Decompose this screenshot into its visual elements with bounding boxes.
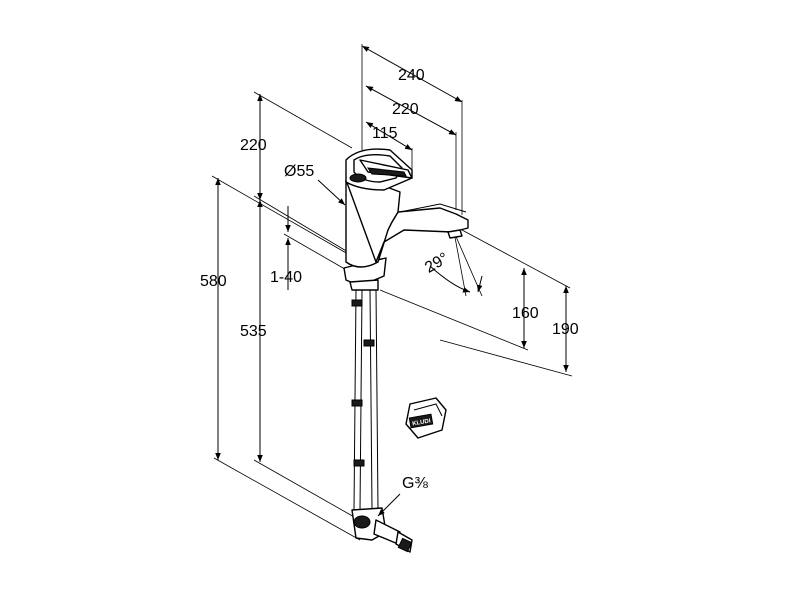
dim-outlet-height — [439, 286, 573, 377]
cartridge-accessory: KLUDI — [405, 397, 447, 439]
dim-reach-spout — [365, 85, 457, 210]
label-deck-thickness: 1-40 — [270, 269, 302, 286]
dim-deck-thickness — [283, 206, 351, 290]
dim-shaft-height — [253, 200, 357, 519]
faucet-body — [343, 148, 469, 511]
thread-label — [377, 493, 401, 517]
label-outlet-height: 190 — [552, 321, 579, 338]
label-diameter: Ø55 — [284, 163, 314, 180]
label-total-height: 580 — [200, 273, 227, 290]
label-height-over-deck: 220 — [240, 137, 267, 154]
label-reach-total: 240 — [398, 67, 425, 84]
dim-diameter — [317, 179, 346, 206]
cartridge-logo: KLUDI — [412, 418, 431, 427]
label-lever: 115 — [372, 125, 398, 142]
dim-spout-clearance — [379, 229, 571, 351]
label-reach-spout: 220 — [392, 101, 419, 118]
label-spout-clearance: 160 — [512, 305, 539, 322]
label-shaft-height: 535 — [240, 323, 267, 340]
dim-height-over-deck — [253, 91, 353, 253]
dim-spout-angle — [429, 231, 483, 297]
dim-lever — [365, 121, 413, 172]
label-thread: G⅜ — [402, 475, 428, 492]
dim-total-height — [211, 175, 361, 541]
label-spout-angle: 29° — [422, 250, 451, 277]
valve-fitting — [351, 507, 413, 553]
